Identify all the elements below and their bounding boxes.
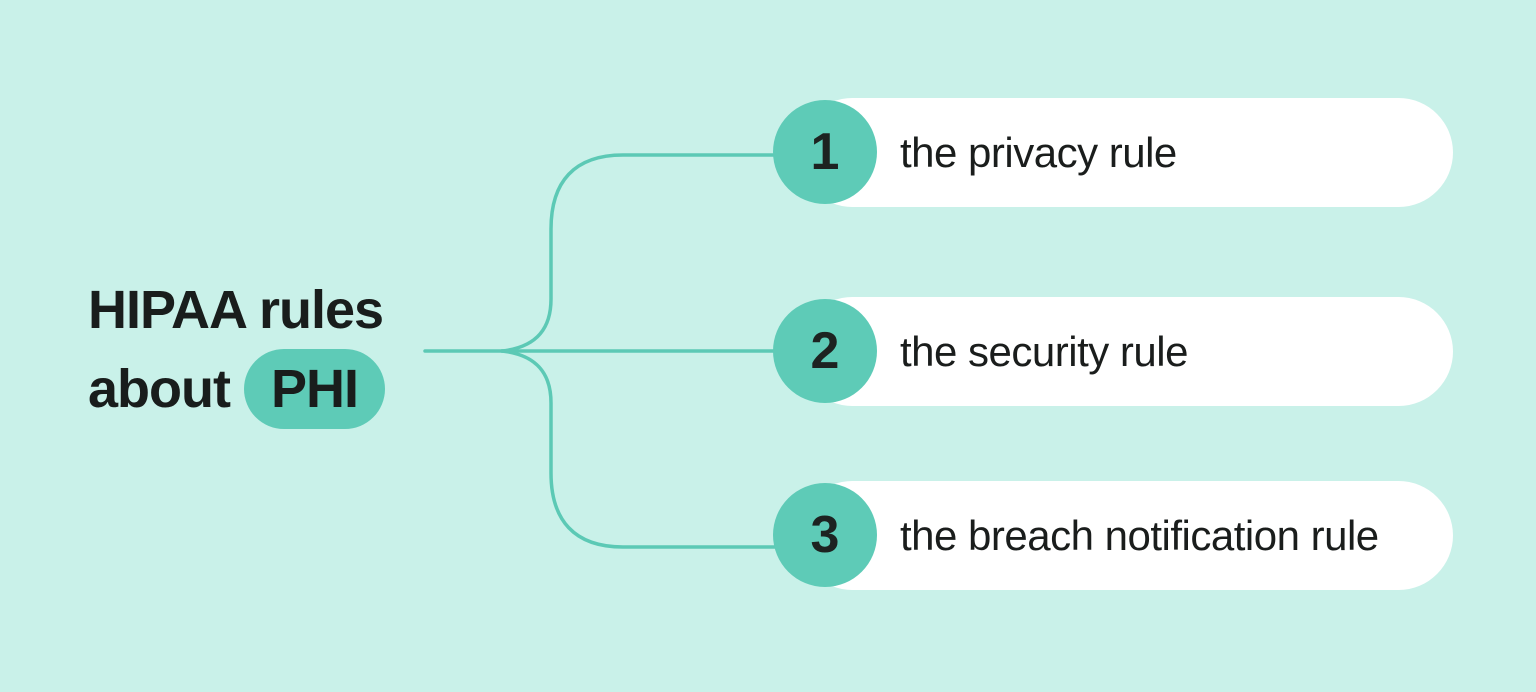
rule-number-badge-2: 2 xyxy=(773,299,877,403)
rule-card-privacy: 1 the privacy rule xyxy=(773,98,1453,207)
rule-card-security: 2 the security rule xyxy=(773,297,1453,406)
phi-highlight-pill: PHI xyxy=(243,349,386,429)
rule-number-text: 2 xyxy=(810,322,840,380)
rule-number-text: 3 xyxy=(810,506,840,564)
rule-number-badge-3: 3 xyxy=(773,483,877,587)
rule-number-text: 1 xyxy=(810,123,840,181)
headline: HIPAA rules about PHI xyxy=(88,277,386,429)
rule-card-breach-notification: 3 the breach notification rule xyxy=(773,481,1453,590)
rule-number-badge-1: 1 xyxy=(773,100,877,204)
headline-line-2: about PHI xyxy=(88,349,386,429)
rule-label-breach-notification: the breach notification rule xyxy=(900,511,1379,559)
rule-label-privacy: the privacy rule xyxy=(900,128,1177,176)
headline-line-2-text: about xyxy=(88,359,231,419)
headline-line-1: HIPAA rules xyxy=(88,280,384,340)
connector-bottom-branch xyxy=(500,349,780,549)
connector-top-branch xyxy=(500,153,780,353)
rule-label-security: the security rule xyxy=(900,327,1188,375)
